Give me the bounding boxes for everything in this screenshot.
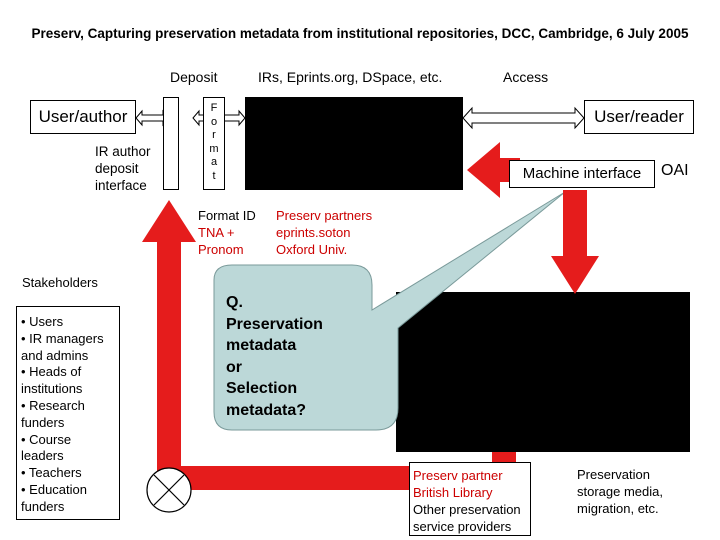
list-item: • IR managers [21,330,104,346]
list-item: • Teachers [21,465,82,481]
list-item: • Users [21,314,64,329]
list-item: • Education [21,481,87,497]
stakeholders-list: • Users • IR managers and admins • Heads… [16,306,120,520]
user-reader-box: User/reader [584,100,694,134]
return-arrow-head [142,200,196,242]
machine-interface-box: Machine interface [509,160,655,188]
irs-label: IRs, Eprints.org, DSpace, etc. [258,69,443,85]
list-item: institutions [21,381,83,397]
oai-label: OAI [661,162,689,179]
slide-title: Preserv, Capturing preservation metadata… [31,26,689,41]
question-callout-bubble [213,191,566,431]
deposit-label: Deposit [170,69,218,85]
format-id-label: Format ID [198,208,256,223]
repository-to-reader-arrow [462,106,585,130]
machine-interface-arrow [467,142,520,198]
callout-question: Q. Preservation metadata or Selection me… [226,294,323,419]
list-item: • Course [21,431,72,447]
list-item: funders [21,414,65,430]
preserv-partners-group: Preserv partners eprints.soton Oxford Un… [276,208,373,257]
format-id-group: Format ID TNA + Pronom [198,208,256,257]
list-item: leaders [21,448,64,464]
preservation-service-black-box [396,292,690,452]
list-item: funders [21,498,65,514]
stakeholders-heading: Stakeholders [22,275,98,290]
access-label: Access [503,69,549,85]
down-arrow-shaft [563,190,587,240]
repository-black-box [245,97,463,190]
format-box: F o r m a t [203,97,225,190]
format-strip-left [163,97,179,190]
user-reader-label: User/reader [594,107,684,126]
user-author-box: User/author [30,100,136,134]
ir-author-deposit-interface: IR author deposit interface [95,144,151,193]
down-arrow-to-preservation [551,238,599,294]
user-author-label: User/author [38,107,128,126]
list-item: • Research [21,397,85,413]
list-item: and admins [21,347,89,363]
machine-interface-label: Machine interface [522,165,642,182]
storage-media-label: Preservation storage media, migration, e… [577,467,663,516]
preserv-partner-box: Preserv partner British Library Other pr… [409,462,531,536]
return-arrow-up [157,240,181,490]
list-item: • Heads of [21,364,82,380]
